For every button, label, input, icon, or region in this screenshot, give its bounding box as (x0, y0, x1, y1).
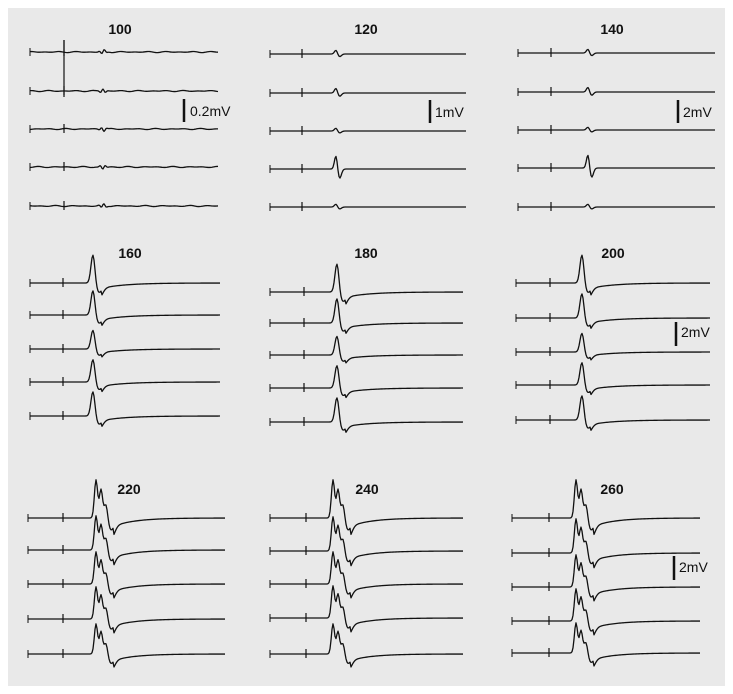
scale-bar-label-200: 2mV (681, 324, 710, 340)
trace-180-3 (270, 335, 463, 364)
trace-220-4 (28, 586, 226, 634)
trace-120-3 (270, 127, 466, 134)
trace-140-2 (518, 86, 715, 96)
trace-200-1 (516, 254, 710, 296)
scale-bar-label-120: 1mV (435, 104, 464, 120)
trace-220-1 (28, 479, 225, 536)
panel-200: 200 2mV (515, 245, 711, 431)
scale-bar-label-100: 0.2mV (190, 103, 231, 119)
trace-140-3 (518, 126, 715, 133)
trace-100-3 (29, 127, 219, 133)
trace-200-5 (516, 395, 710, 431)
trace-120-2 (270, 87, 466, 97)
trace-160-1 (30, 254, 220, 296)
trace-260-1 (512, 479, 701, 536)
panel-label-140: 140 (600, 21, 624, 37)
panel-label-100: 100 (108, 21, 132, 37)
trace-160-4 (30, 359, 220, 393)
scale-bar-label-260: 2mV (679, 559, 708, 575)
trace-120-1 (270, 49, 466, 58)
panel-label-160: 160 (118, 245, 142, 261)
panel-label-180: 180 (354, 245, 378, 261)
trace-220-2 (28, 515, 225, 566)
panel-180: 180 (269, 245, 464, 433)
panel-100: 100 0.2mV (29, 21, 231, 210)
panel-label-220: 220 (117, 481, 141, 497)
trace-180-2 (270, 298, 464, 334)
panel-label-120: 120 (354, 21, 378, 37)
trace-140-4 (518, 154, 715, 178)
trace-240-3 (270, 551, 463, 599)
panel-label-240: 240 (355, 481, 379, 497)
trace-160-2 (30, 290, 220, 326)
trace-100-4 (29, 164, 219, 170)
panel-240: 240 (269, 479, 464, 668)
trace-180-4 (270, 365, 463, 399)
trace-260-5 (512, 622, 700, 667)
panel-140: 140 2mV (517, 21, 715, 211)
trace-240-1 (270, 479, 463, 536)
trace-180-1 (270, 263, 463, 305)
trace-260-2 (512, 518, 700, 569)
trace-220-5 (28, 623, 225, 668)
trace-120-4 (270, 155, 466, 179)
trace-220-3 (28, 551, 226, 599)
panel-160: 160 (29, 245, 220, 427)
trace-180-5 (270, 397, 464, 433)
trace-100-1 (29, 49, 219, 55)
panel-120: 120 1mV (269, 21, 466, 211)
panel-220: 220 (27, 479, 226, 668)
trace-160-5 (30, 391, 220, 427)
trace-140-5 (518, 203, 715, 210)
trace-160-3 (30, 329, 220, 358)
scale-bar-label-140: 2mV (683, 104, 712, 120)
panel-label-260: 260 (600, 481, 624, 497)
panel-260: 260 2mV (511, 479, 708, 667)
trace-200-3 (516, 332, 711, 361)
trace-140-1 (518, 48, 715, 57)
figure-background (8, 8, 725, 686)
trace-100-2 (29, 88, 219, 93)
trace-260-3 (512, 554, 701, 602)
trace-100-5 (29, 203, 219, 208)
trace-240-2 (270, 516, 464, 567)
trace-200-4 (516, 362, 710, 396)
trace-260-4 (512, 588, 701, 636)
trace-200-2 (516, 293, 710, 329)
trace-240-4 (270, 585, 463, 633)
panel-label-200: 200 (601, 245, 625, 261)
trace-120-5 (270, 203, 466, 210)
trace-240-5 (270, 623, 463, 668)
